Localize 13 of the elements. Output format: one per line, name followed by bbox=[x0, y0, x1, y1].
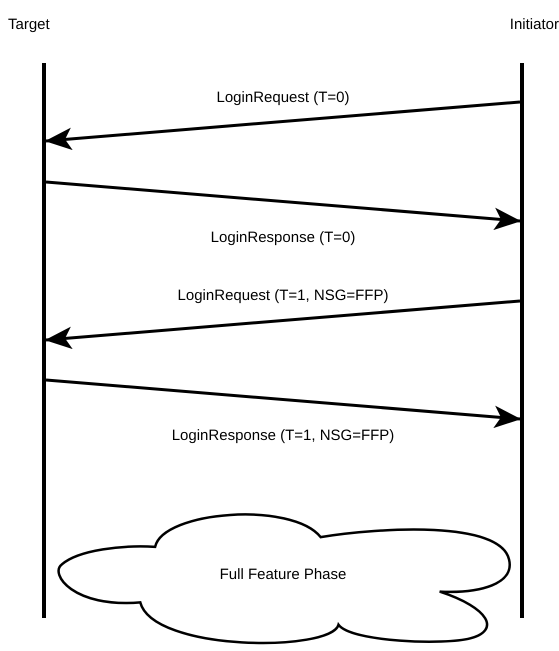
participant-label: Initiator bbox=[510, 16, 559, 34]
lifeline bbox=[42, 63, 46, 618]
arrow bbox=[44, 300, 520, 350]
edge-label: LoginRequest (T=1, NSG=FFP) bbox=[176, 287, 390, 305]
arrow bbox=[46, 180, 522, 230]
edge-label: LoginRequest (T=0) bbox=[214, 89, 352, 107]
lifeline bbox=[520, 63, 524, 618]
participant-label: Target bbox=[8, 16, 50, 34]
edge-label: LoginResponse (T=0) bbox=[208, 229, 358, 247]
edge-label: LoginResponse (T=1, NSG=FFP) bbox=[170, 427, 396, 445]
phase-label: Full Feature Phase bbox=[218, 566, 348, 584]
arrow bbox=[44, 100, 520, 150]
arrow bbox=[46, 378, 522, 428]
